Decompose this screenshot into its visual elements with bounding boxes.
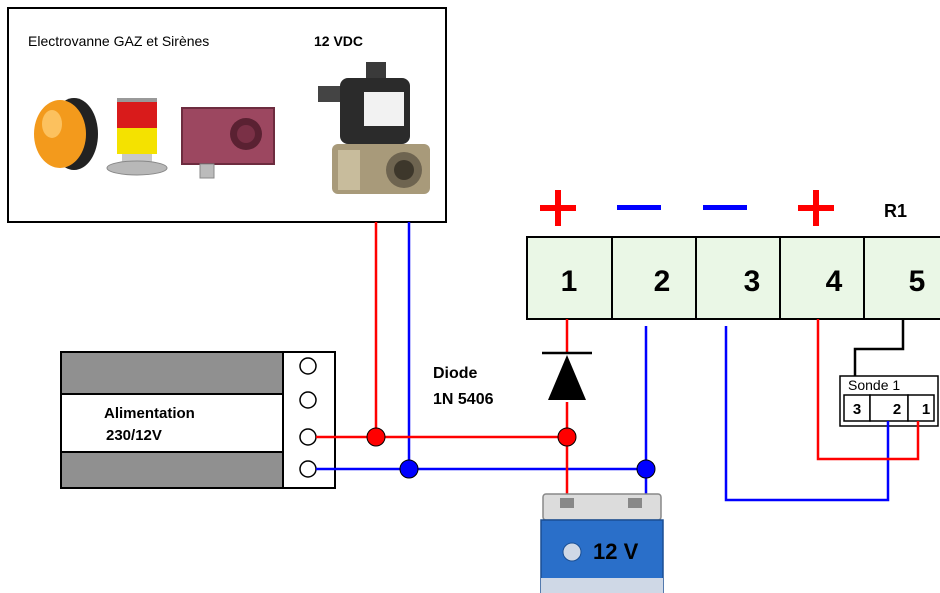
battery: 12 V: [540, 493, 664, 593]
junction-dot: [557, 427, 577, 447]
wire-terminal5-to-sensor: [853, 319, 905, 376]
psu-screw-3: [299, 428, 317, 446]
terminal-4: [779, 236, 865, 320]
sensor-pin-box-3: [843, 394, 871, 422]
polarity-plus-1: [540, 190, 576, 226]
psu-screw-4: [299, 460, 317, 478]
relay-r1: R1 1 2 3 4 5: [526, 190, 940, 320]
sensor-sonde: Sonde 1 3 2 1: [839, 375, 939, 427]
sensor-pin-2: 2: [893, 401, 901, 418]
diode-symbol: [542, 351, 592, 400]
battery-voltage: 12 V: [593, 539, 639, 564]
polarity-minus-2: [617, 205, 661, 210]
psu-screw-2: [299, 391, 317, 409]
polarity-plus-4: [798, 190, 834, 226]
sensor-name: Sonde 1: [848, 377, 900, 393]
sensor-pin-3: 3: [853, 401, 861, 418]
sensor-pin-1: 1: [922, 401, 930, 418]
terminal-1: [526, 236, 613, 320]
terminal-2-number: 2: [654, 265, 671, 298]
terminal-5-number: 5: [909, 265, 926, 298]
psu-label-line2: 230/12V: [106, 427, 162, 444]
psu-screw-1: [299, 357, 317, 375]
device-box-voltage: 12 VDC: [314, 33, 363, 49]
terminal-1-number: 1: [561, 265, 578, 298]
gas-valve-icon: [318, 62, 430, 194]
power-supply: Alimentation 230/12V: [60, 351, 336, 489]
battery-brand-icon: [562, 542, 582, 562]
wire-terminal4-to-sensor: [816, 319, 920, 461]
junction-dot: [366, 427, 386, 447]
psu-top-band: [60, 351, 284, 395]
psu-label-line1: Alimentation: [104, 405, 195, 422]
psu-center-panel: [60, 393, 284, 453]
junction-dot: [399, 459, 419, 479]
terminal-5: [863, 236, 940, 320]
terminal-3-number: 3: [744, 265, 761, 298]
relay-name: R1: [884, 201, 907, 221]
beacon-icon: [106, 98, 168, 176]
sensor-pin-box-1: [907, 394, 935, 422]
junction-dot: [636, 459, 656, 479]
polarity-minus-3: [703, 205, 747, 210]
sensor-pin-box-2: [869, 394, 909, 422]
diode-label-line1: Diode: [433, 365, 478, 382]
wire-terminal3-to-sensor: [724, 326, 890, 502]
flashing-light-icon: [34, 98, 98, 170]
terminal-4-number: 4: [826, 265, 843, 298]
terminal-block: [526, 236, 940, 320]
terminal-2: [611, 236, 697, 320]
psu-bottom-band: [60, 451, 284, 489]
terminal-3: [695, 236, 781, 320]
device-box: Electrovanne GAZ et Sirènes 12 VDC: [7, 7, 447, 223]
diode-label-line2: 1N 5406: [433, 391, 494, 408]
siren-box-icon: [181, 107, 275, 179]
device-box-title: Electrovanne GAZ et Sirènes: [28, 33, 209, 49]
